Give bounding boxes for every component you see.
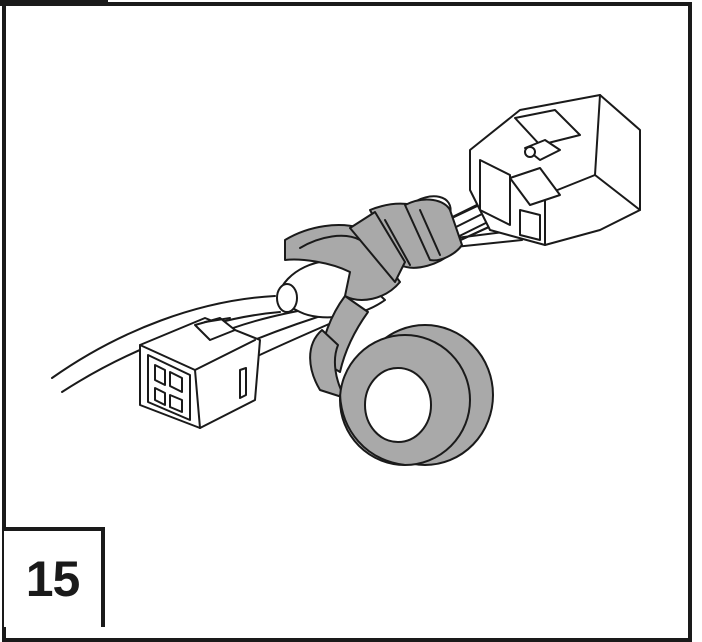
tape-roll	[339, 324, 494, 466]
frame-top-notch	[0, 0, 108, 6]
step-number-box: 15	[4, 527, 105, 627]
tape-strip	[309, 295, 369, 399]
left-connector	[139, 317, 261, 429]
tape-wrap	[284, 198, 463, 301]
step-number: 15	[25, 551, 81, 607]
right-connector	[469, 94, 641, 246]
harness-illustration	[51, 94, 641, 466]
